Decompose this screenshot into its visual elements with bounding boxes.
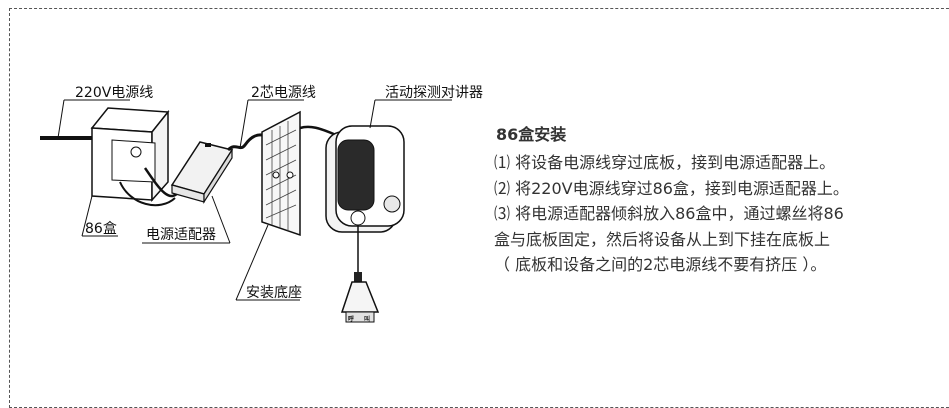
label-adapter: 电源适配器: [146, 227, 216, 243]
cable-2core-to-device: [299, 125, 337, 137]
instructions-title: 86盒安装: [496, 125, 567, 144]
label-86-box: 86盒: [85, 221, 117, 237]
pendant-button-call-2: 叫: [364, 316, 371, 323]
cable-box-to-adapter-2: [119, 181, 176, 207]
base-plate-drawing: [261, 110, 301, 237]
adapter-drawing: [170, 141, 234, 205]
leader-adapter: [142, 195, 231, 244]
leader-base: [235, 224, 300, 301]
label-2core-cable: 2芯电源线: [251, 85, 316, 101]
leader-220v: [57, 99, 130, 139]
leader-device: [369, 99, 452, 129]
leader-box: [81, 195, 118, 237]
instruction-step: ⑴ 将设备电源线穿过底板，接到电源适配器上。: [494, 153, 836, 172]
device-drawing: [325, 125, 405, 233]
label-base: 安装底座: [246, 285, 302, 301]
instructions-steps: ⑴ 将设备电源线穿过底板，接到电源适配器上。 ⑵ 将220V电源线穿过86盒，接…: [494, 150, 849, 278]
label-220v-cable: 220V电源线: [75, 85, 154, 101]
label-device: 活动探测对讲器: [385, 85, 483, 101]
pendant-drawing: [340, 272, 380, 323]
pendant-button-call: 呼: [348, 316, 355, 323]
instruction-step: 盒与底板固定，然后将设备从上到下挂在底板上: [494, 229, 831, 249]
box-86-drawing: [90, 107, 170, 202]
instruction-step: ⑵ 将220V电源线穿过86盒，接到电源适配器上。: [494, 178, 849, 198]
instruction-step: （ 底板和设备之间的2芯电源线不要有挤压 ）。: [494, 255, 827, 274]
installation-diagram: [40, 99, 452, 323]
leader-2core: [239, 99, 304, 149]
instruction-step: ⑶ 将电源适配器倾斜放入86盒中，通过螺丝将86: [494, 204, 844, 223]
